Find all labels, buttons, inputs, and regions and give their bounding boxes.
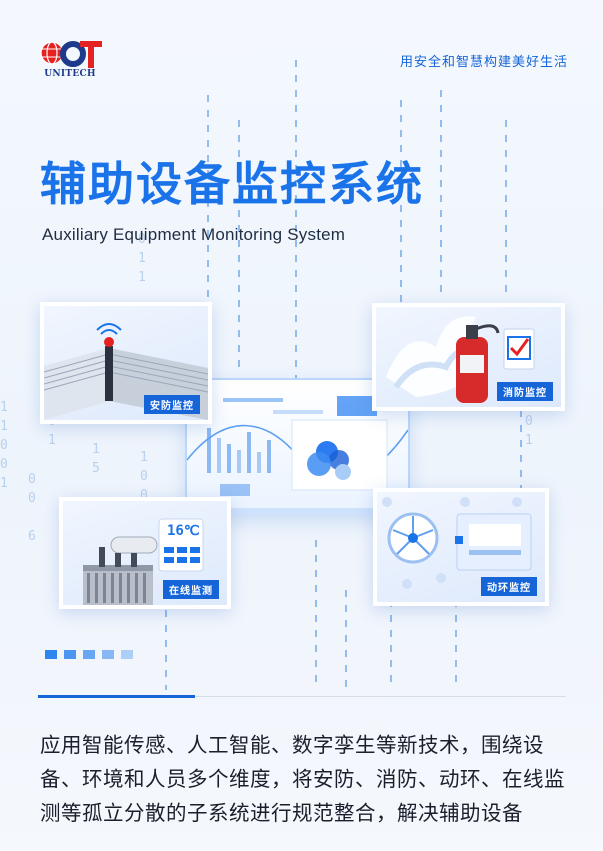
carousel-indicators — [45, 650, 133, 659]
card-fire-monitoring[interactable]: 消防监控 — [372, 303, 565, 411]
company-logo: UNITECH — [38, 38, 102, 88]
indicator-dot[interactable] — [64, 650, 76, 659]
section-divider-accent — [38, 695, 195, 698]
card-security-monitoring[interactable]: 安防监控 — [40, 302, 212, 424]
page-subtitle: Auxiliary Equipment Monitoring System — [42, 225, 346, 244]
slogan: 用安全和智慧构建美好生活 — [399, 55, 568, 70]
card-environment-monitoring[interactable]: 动环监控 — [373, 488, 549, 606]
indicator-dot[interactable] — [102, 650, 114, 659]
dashboard-stand — [220, 508, 380, 516]
page-title: 辅助设备监控系统 — [40, 157, 424, 211]
indicator-dot[interactable] — [121, 650, 133, 659]
indicator-dot[interactable] — [45, 650, 57, 659]
description-text: 应用智能传感、人工智能、数字孪生等新技术，围绕设备、环境和人员多个维度，将安防、… — [40, 733, 565, 825]
globe-logo-icon — [40, 41, 102, 68]
dashboard-chart-graphic — [186, 396, 409, 496]
card-label: 安防监控 — [144, 395, 200, 414]
indicator-dot[interactable] — [83, 650, 95, 659]
transformer-icon — [83, 518, 204, 605]
card-label: 消防监控 — [497, 382, 553, 401]
fan-icon — [382, 497, 532, 589]
fire-extinguisher-icon — [386, 316, 535, 403]
temperature-readout: 16℃ — [167, 523, 200, 539]
dashboard-illustration — [185, 378, 410, 516]
section-divider — [38, 696, 566, 697]
card-online-monitoring[interactable]: 16℃ 在线监测 — [59, 497, 231, 609]
card-label: 动环监控 — [481, 577, 537, 596]
card-label: 在线监测 — [163, 580, 219, 599]
logo-wordmark: UNITECH — [44, 69, 96, 79]
